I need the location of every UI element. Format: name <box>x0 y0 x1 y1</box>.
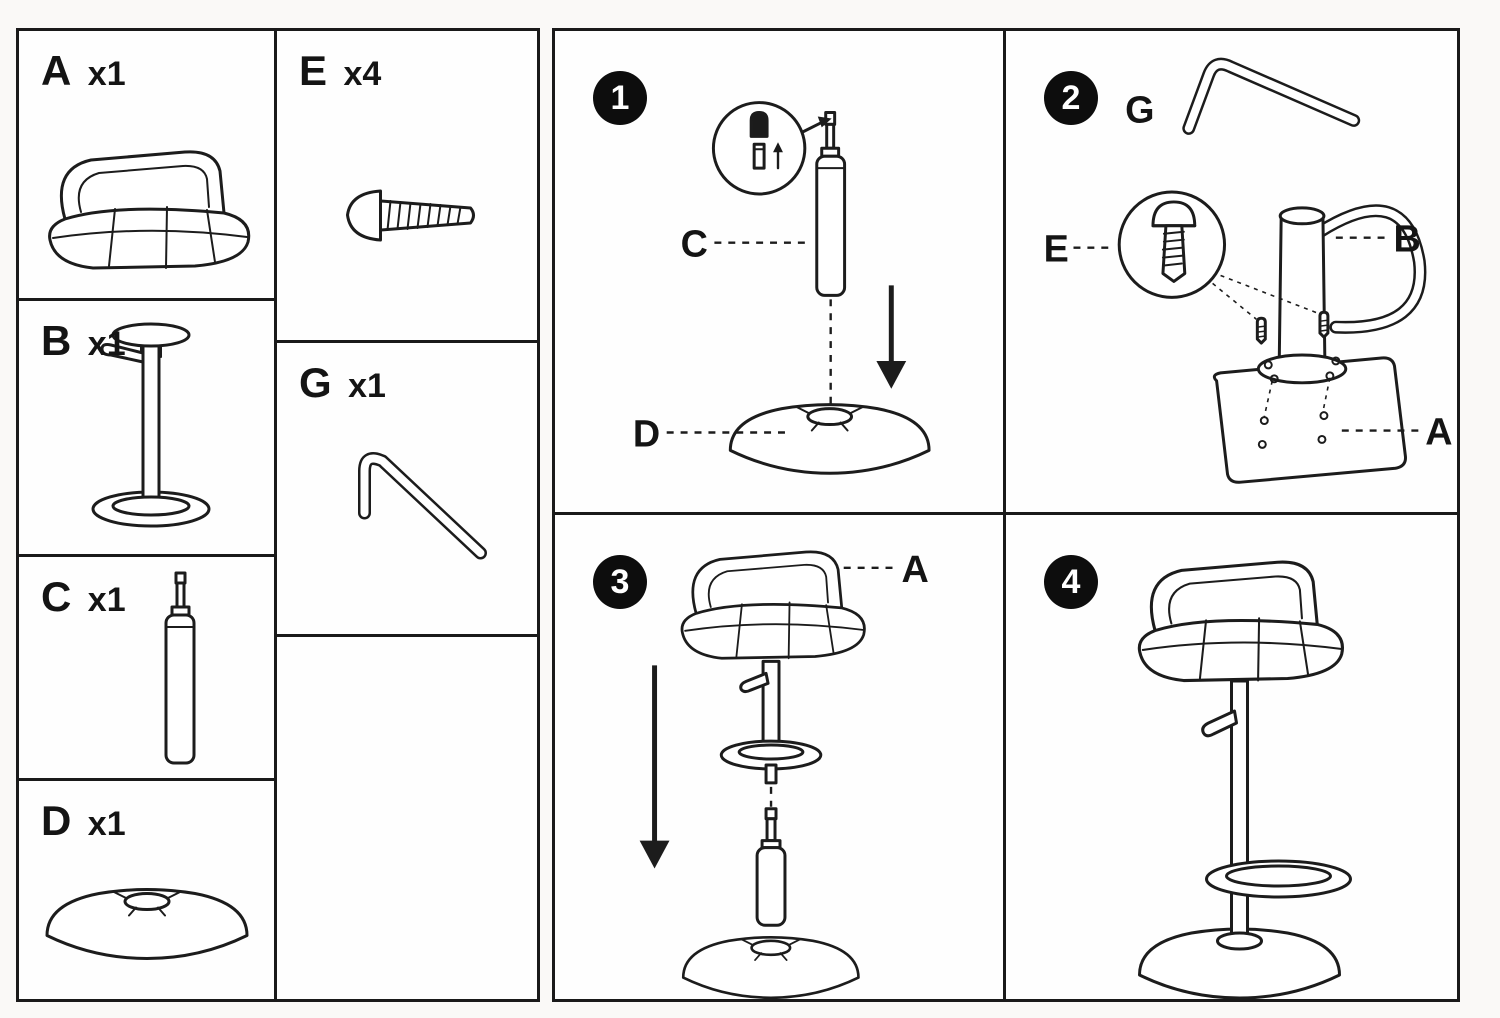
pole-illustration <box>1256 206 1348 385</box>
parts-column-left: A x1 B <box>19 31 277 999</box>
footrest-handle-illustration <box>1313 204 1427 334</box>
step-3-badge: 3 <box>593 555 647 609</box>
step-1-diagram: C D <box>633 101 931 475</box>
gas-cylinder-icon <box>164 571 196 765</box>
step3-down-arrow-icon <box>639 665 670 869</box>
step-4: 4 <box>1006 515 1457 999</box>
parts-panel: A x1 B <box>16 28 540 1002</box>
pole-with-footrest-icon <box>91 322 211 528</box>
gas-cylinder-illustration <box>815 111 847 297</box>
round-base-illustration <box>1138 927 1341 999</box>
seat-icon <box>48 150 251 270</box>
part-e-letter: E <box>299 47 328 94</box>
hole-leader-2 <box>1322 377 1331 412</box>
seat-plate-illustration <box>1212 356 1407 484</box>
cylinder-base-assembly <box>755 807 787 927</box>
step1-label-c: C <box>681 224 708 266</box>
step-3-diagram: A <box>639 549 929 999</box>
step3-label-a: A <box>901 549 928 591</box>
screw-small-1 <box>1255 316 1267 345</box>
part-cell-a: A x1 <box>19 31 274 301</box>
step-3: 3 <box>555 515 1006 999</box>
part-g-letter: G <box>299 359 332 406</box>
cylinder-top-inset <box>711 101 807 196</box>
parts-empty-cell <box>277 637 537 999</box>
upper-assembly-footring <box>719 739 823 785</box>
part-cell-d: D x1 <box>19 781 274 999</box>
step2-label-b: B <box>1393 219 1420 261</box>
screw-inset <box>1117 190 1227 299</box>
round-base-illustration <box>728 403 931 475</box>
step-4-badge: 4 <box>1044 555 1098 609</box>
screw-small-2 <box>1318 310 1330 339</box>
part-cell-e: E x4 <box>277 31 537 343</box>
part-c-qty: x1 <box>87 581 126 619</box>
part-b-letter: B <box>41 317 72 364</box>
step-2-badge: 2 <box>1044 71 1098 125</box>
part-e-label: E x4 <box>299 47 381 95</box>
step1-down-arrow-icon <box>876 285 907 389</box>
part-cell-c: C x1 <box>19 557 274 781</box>
part-a-label: A x1 <box>41 47 126 95</box>
hole-leader-1 <box>1263 380 1274 417</box>
round-base-icon <box>45 888 249 960</box>
round-base-illustration <box>681 936 860 999</box>
hex-key-icon <box>358 452 487 560</box>
part-d-label: D x1 <box>41 797 126 845</box>
seat-illustration <box>680 550 866 660</box>
step-4-diagram <box>1137 560 1352 999</box>
step-1-badge: 1 <box>593 71 647 125</box>
screw-icon <box>346 189 475 242</box>
step2-label-g: G <box>1125 89 1154 131</box>
part-c-letter: C <box>41 573 72 620</box>
part-d-letter: D <box>41 797 72 844</box>
inset-up-arrow-icon <box>773 142 783 153</box>
step-1: 1 <box>555 31 1006 515</box>
lever-illustration <box>1201 709 1238 738</box>
lever-illustration <box>739 671 770 694</box>
part-d-qty: x1 <box>87 805 126 843</box>
part-b-qty: x1 <box>87 325 126 363</box>
stool-footring <box>1205 859 1352 899</box>
part-e-qty: x4 <box>343 55 382 93</box>
part-a-qty: x1 <box>87 55 126 93</box>
step1-label-d: D <box>633 413 660 455</box>
parts-column-right: E x4 G x1 <box>277 31 537 999</box>
part-cell-b: B x1 <box>19 301 274 557</box>
hex-key-illustration <box>1182 57 1361 135</box>
part-c-label: C x1 <box>41 573 126 621</box>
step2-label-a: A <box>1425 411 1452 453</box>
part-a-letter: A <box>41 47 72 94</box>
seat-illustration <box>1137 560 1344 683</box>
inset-pointer-arrow-icon <box>801 116 832 134</box>
part-g-label: G x1 <box>299 359 386 407</box>
steps-panel: 1 <box>552 28 1460 1002</box>
part-g-qty: x1 <box>348 367 386 405</box>
screw-leader-1 <box>1212 282 1257 320</box>
step-2: 2 G <box>1006 31 1457 515</box>
part-b-label: B x1 <box>41 317 126 365</box>
part-cell-g: G x1 <box>277 343 537 637</box>
step2-label-e: E <box>1044 229 1069 271</box>
step-2-diagram: G <box>1044 57 1453 484</box>
